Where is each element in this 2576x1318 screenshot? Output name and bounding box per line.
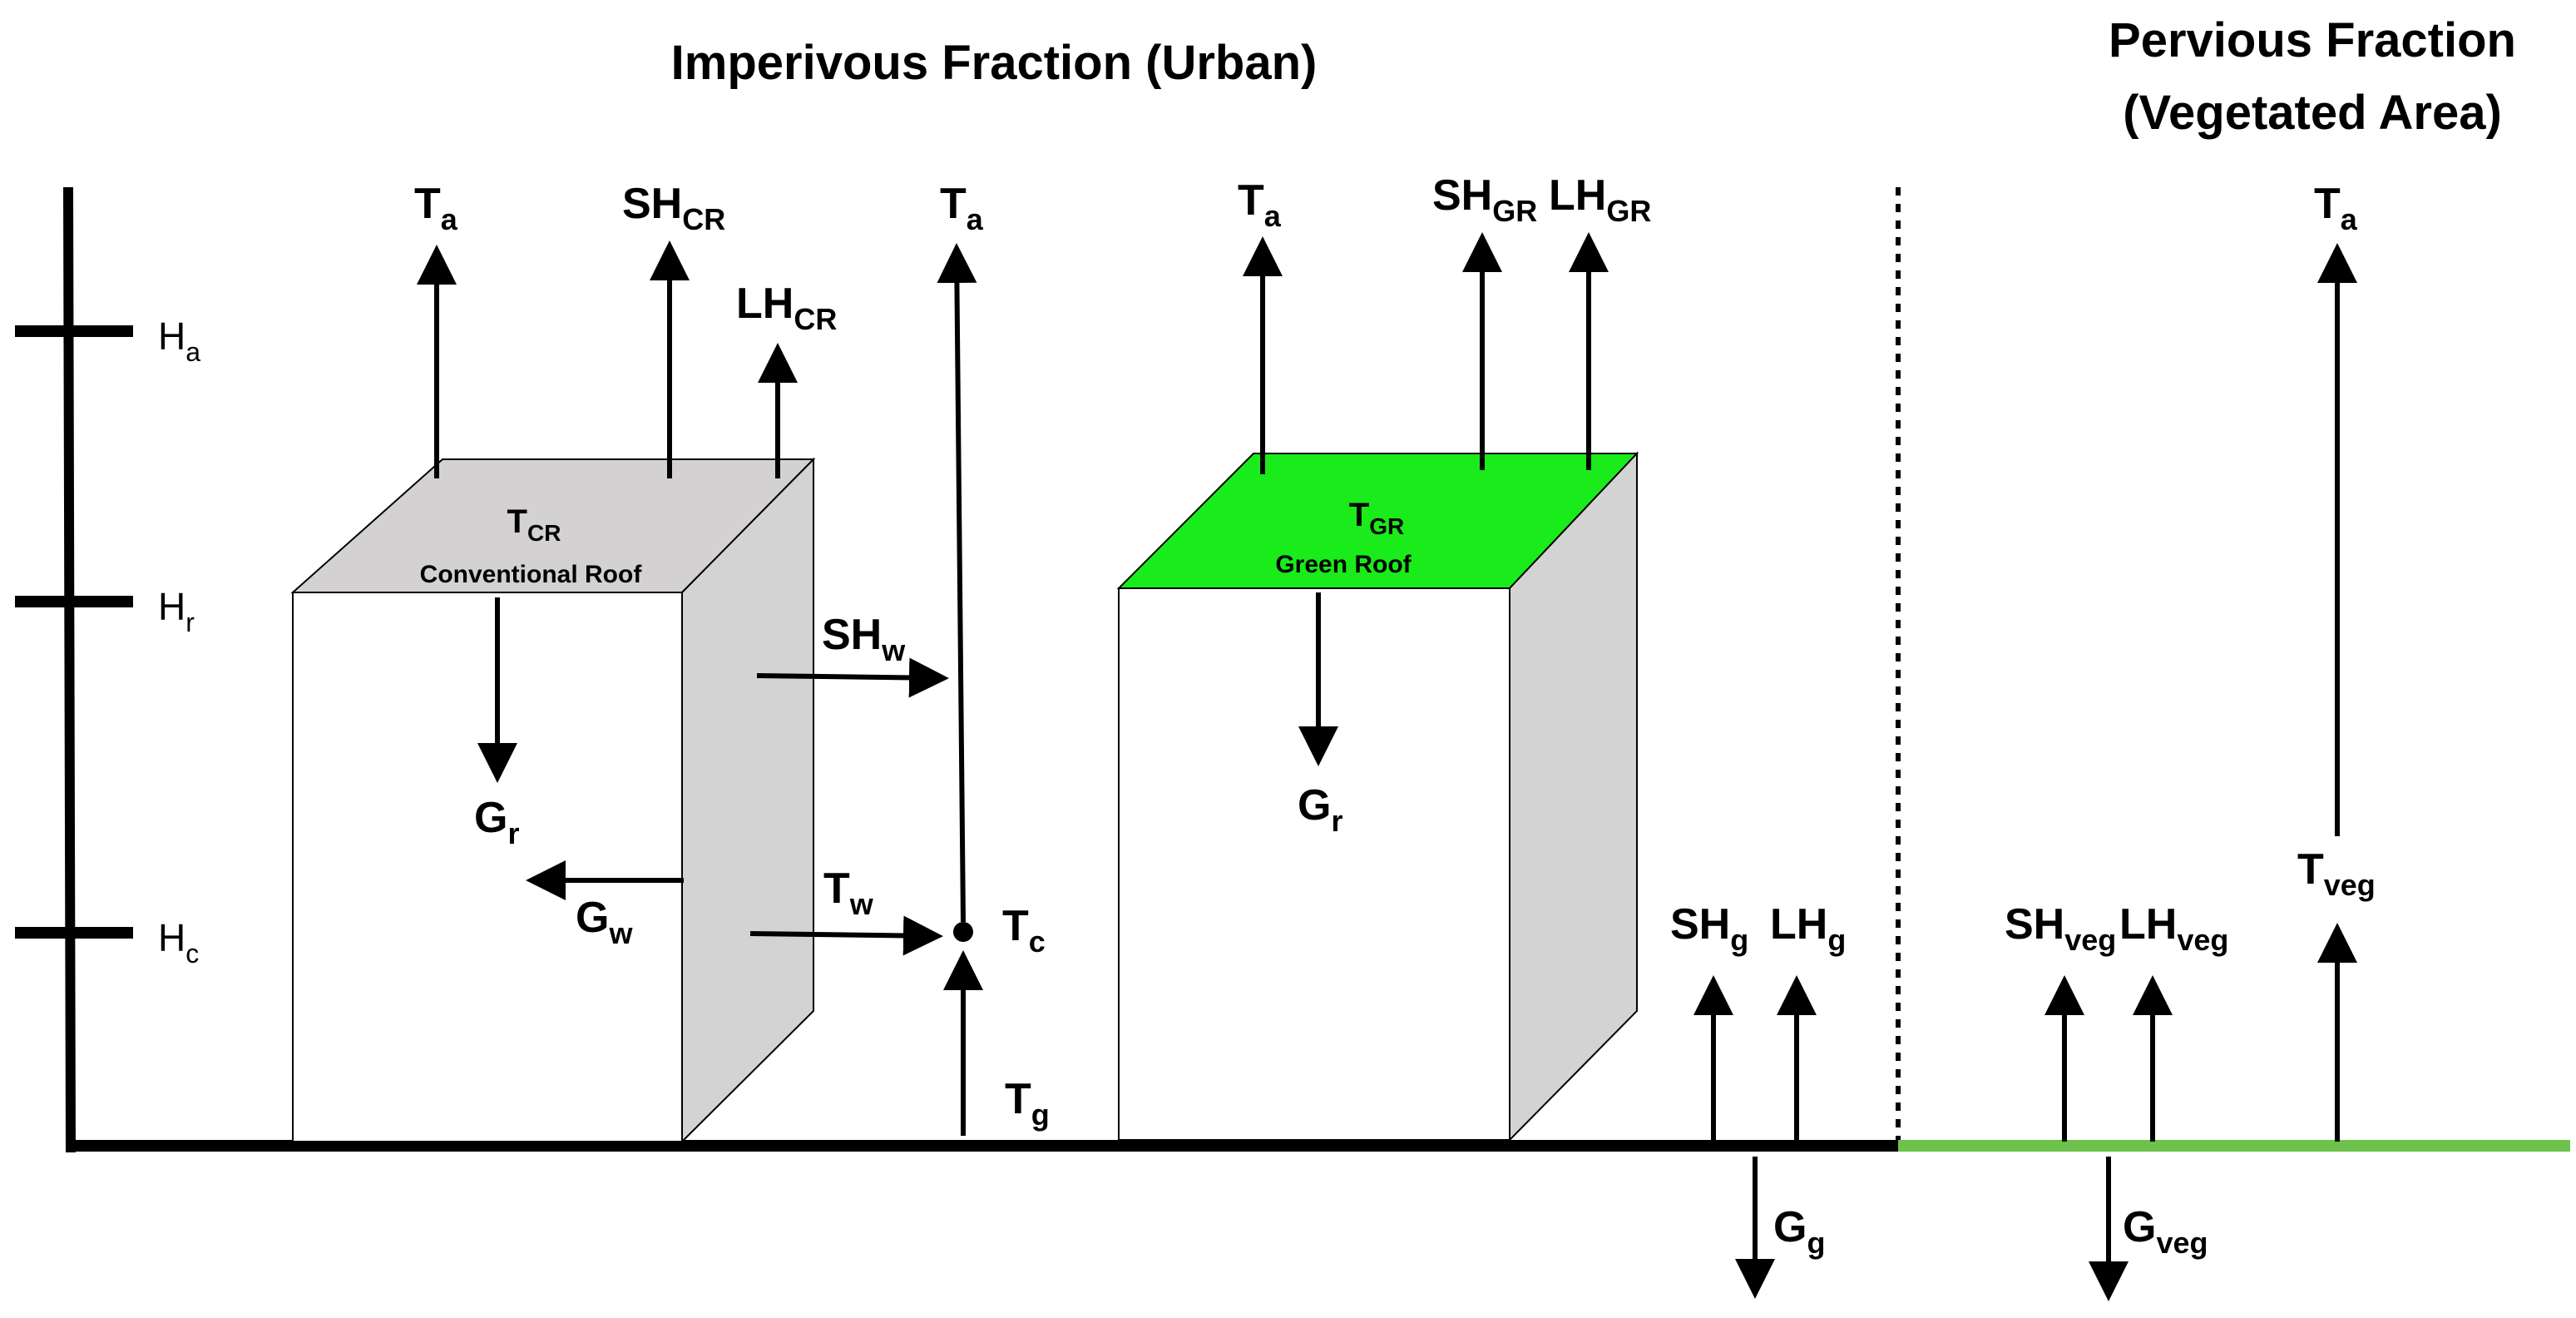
lh-veg-label: LHveg [2119,900,2228,957]
height-label-hr: Hr [158,585,195,637]
green-building-front [1118,587,1510,1141]
sh-cr-label: SHCR [622,180,725,236]
gw-label: Gw [576,894,633,950]
tg-label: Tg [1005,1075,1050,1132]
height-label-hc: Hc [158,916,199,969]
t-veg-label: Tveg [2297,845,2376,902]
sh-veg-label: SHveg [2005,900,2116,957]
lh-cr-label: LHCR [736,280,837,336]
height-label-ha: Ha [158,315,200,367]
ta-canyon-label: Ta [940,180,984,236]
sh-gr-label: SHGR [1432,171,1537,228]
g-g-label: Gg [1773,1203,1825,1260]
gr-cr-label: Gr [474,794,519,850]
green-roof-temp: TGR [1349,497,1404,539]
canyon-node [953,922,973,942]
conventional-roof-name: Conventional Roof [420,561,643,588]
lh-gr-label: LHGR [1549,171,1651,228]
sh-w-arrow [756,657,949,698]
impervious-fraction-header: Imperivous Fraction (Urban) [671,36,1318,90]
gr-gr-label: Gr [1298,781,1342,838]
ta-cr-label: Ta [414,180,458,236]
tw-arrow [749,915,943,956]
height-axis [63,186,76,1153]
conventional-building-front [292,592,683,1142]
pervious-fraction-header-line2: (Vegetated Area) [2123,86,2502,140]
lh-g-label: LHg [1770,900,1846,957]
pervious-fraction-header-line1: Pervious Fraction [2109,13,2516,67]
tc-label: Tc [1002,902,1046,959]
ta-veg-label: Ta [2314,180,2358,236]
sh-w-label: SHw [822,611,906,667]
ta-canyon-arrow [937,243,977,923]
green-roof-name: Green Roof [1275,551,1412,578]
g-veg-label: Gveg [2123,1203,2208,1260]
ta-gr-label: Ta [1238,176,1282,233]
conventional-roof-temp: TCR [507,503,561,546]
tw-label: Tw [823,865,874,921]
sh-g-label: SHg [1670,900,1748,957]
